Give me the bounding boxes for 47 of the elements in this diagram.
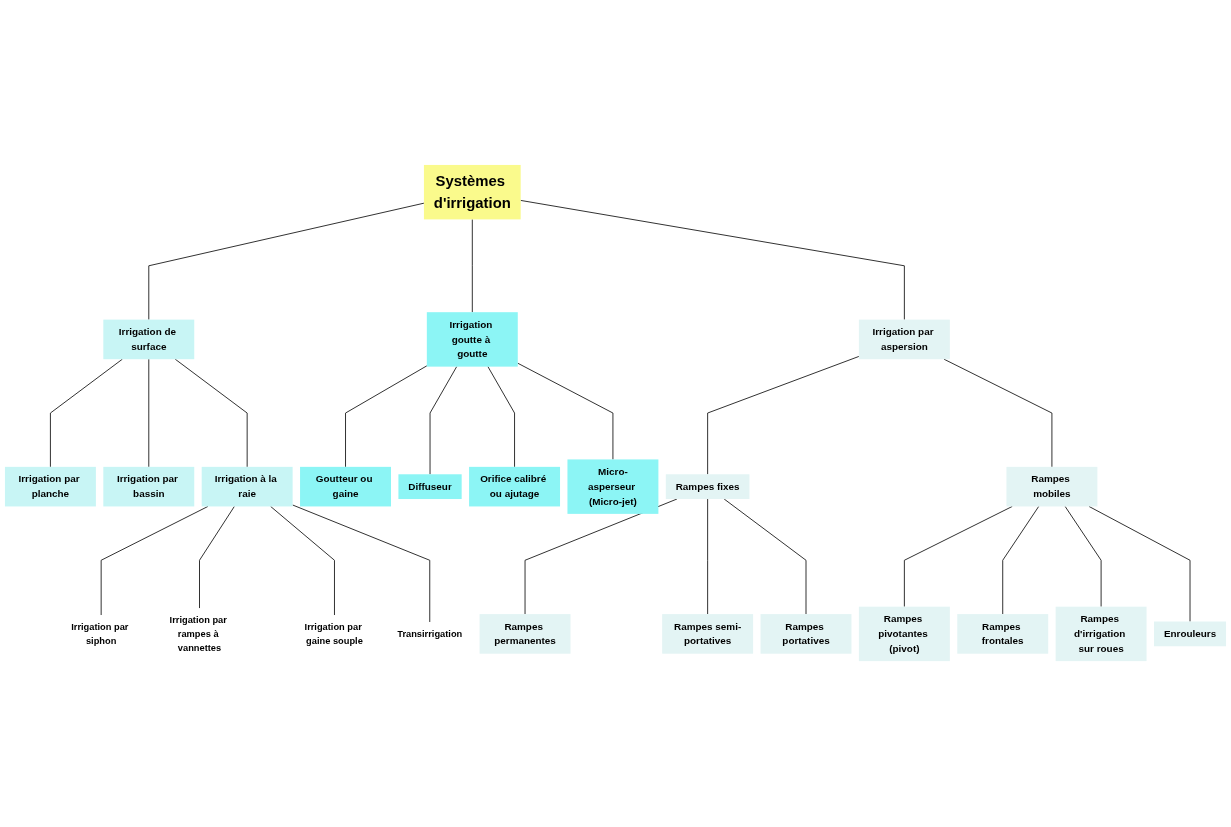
node-box: Irrigation de surface (103, 320, 195, 360)
connector (1088, 506, 1191, 623)
connector (100, 506, 209, 616)
node-box: Goutteur ou gaine (300, 467, 391, 507)
node-box: Diffuseur (398, 474, 462, 500)
node-box: Rampes d'irrigation sur roues (1055, 607, 1147, 662)
connector (517, 363, 614, 461)
node-box: Rampes portatives (760, 614, 852, 655)
connector (707, 499, 709, 616)
connector (345, 365, 428, 468)
connector (429, 366, 458, 476)
node-box: Rampes permanentes (479, 614, 571, 655)
connector (471, 219, 473, 314)
connector (903, 506, 1013, 608)
node-box: Systèmes d'irrigation (423, 165, 521, 220)
node-box: Enrouleurs (1154, 622, 1227, 647)
node-box: Irrigation goutte à goutte (426, 312, 518, 368)
node-text: Transirrigation (397, 628, 463, 640)
node-box: Rampes frontales (957, 614, 1049, 655)
connector (723, 499, 807, 616)
connector (148, 359, 150, 468)
node-box: Orifice calibré ou ajutage (469, 467, 561, 507)
node-box: Irrigation par aspersion (858, 320, 950, 360)
node-box: Irrigation à la raie (201, 467, 293, 507)
node-text: Irrigation par gaine souple (304, 621, 363, 647)
node-box: Irrigation par planche (4, 467, 96, 507)
connector (270, 506, 335, 616)
connector (174, 359, 248, 468)
node-text: Irrigation par siphon (71, 621, 129, 647)
connector (1002, 506, 1040, 616)
connector (148, 203, 425, 321)
connector (943, 359, 1053, 468)
node-box: Rampes pivotantes (pivot) (858, 607, 950, 662)
node-box: Rampes fixes (665, 474, 750, 500)
connector (520, 200, 905, 321)
node-box: Rampes semi-portatives (662, 614, 754, 655)
node-box: Micro-asperseur (Micro-jet) (567, 459, 659, 515)
connector (524, 499, 678, 616)
connector (49, 359, 123, 468)
node-box: Irrigation par bassin (103, 467, 195, 507)
node-box: Rampes mobiles (1006, 467, 1098, 507)
node-text: Irrigation par rampes à vannettes (169, 614, 227, 654)
connector (707, 356, 860, 476)
connector (199, 506, 235, 609)
connector (487, 366, 516, 468)
connector (1064, 506, 1102, 608)
connector (292, 505, 431, 623)
